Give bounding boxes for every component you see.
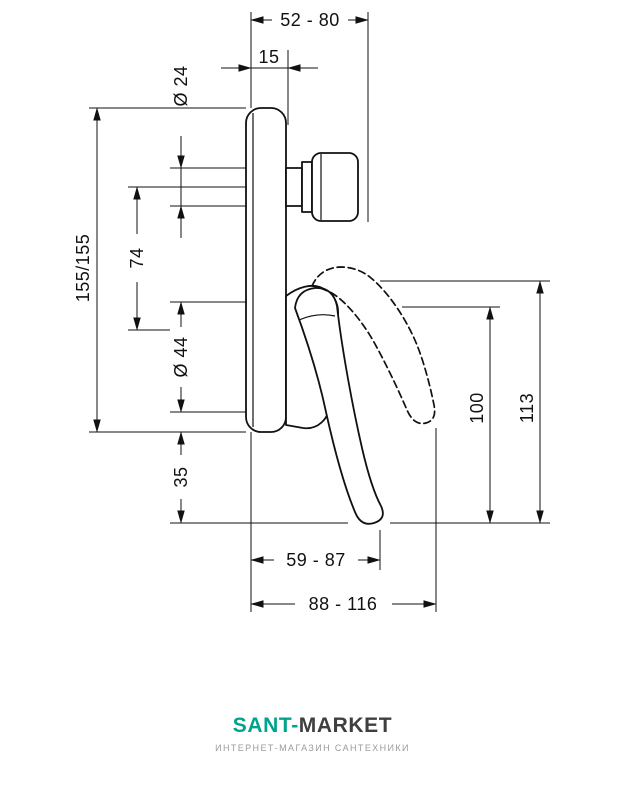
spindle-neck	[285, 167, 303, 207]
dim-top-width: 52 - 80	[250, 9, 369, 222]
dim-label-overall-depth: 88 - 116	[309, 594, 378, 614]
dim-label-spindle-diameter: Ø 24	[171, 65, 191, 106]
brand-footer: SANT-MARKET ИНТЕРНЕТ-МАГАЗИН САНТЕХНИКИ	[0, 714, 625, 753]
dim-label-lever-swing-height: 100	[467, 392, 487, 424]
dim-spindle-diameter: Ø 24	[170, 65, 246, 238]
brand-logo-secondary: MARKET	[298, 714, 393, 737]
dim-label-wall-to-plate: 15	[258, 47, 279, 67]
dim-plate-to-lever-tip: 35	[170, 431, 348, 524]
dim-label-plate-size: 155/155	[73, 234, 93, 303]
dim-label-top-width: 52 - 80	[280, 10, 340, 30]
lever-handle-dashed-position	[311, 266, 436, 425]
dim-overall-depth: 88 - 116	[250, 428, 437, 615]
dim-label-rosette-diameter: Ø 44	[171, 336, 191, 377]
dim-label-lever-reach: 59 - 87	[286, 550, 346, 570]
dim-wall-to-plate: 15	[221, 47, 318, 125]
brand-logo-primary: SANT-	[232, 714, 299, 737]
spindle-cap	[311, 152, 359, 222]
brand-logo: SANT-MARKET	[0, 714, 625, 738]
brand-tagline: ИНТЕРНЕТ-МАГАЗИН САНТЕХНИКИ	[215, 743, 410, 753]
escutcheon-plate	[245, 107, 287, 433]
dim-spindle-axis-offset: 74	[126, 186, 246, 331]
dim-overall-height: 113	[380, 280, 550, 524]
lever-collar-line	[298, 314, 336, 321]
spindle-ring	[301, 161, 313, 213]
dim-lever-reach: 59 - 87	[250, 432, 381, 612]
dim-plate-size: 155/155	[73, 107, 246, 433]
dim-lever-swing-height: 100	[390, 306, 550, 524]
dim-label-overall-height: 113	[517, 393, 537, 423]
mixer-body-drawing	[245, 107, 436, 525]
dim-rosette-diameter: Ø 44	[170, 301, 246, 413]
dim-label-plate-to-lever-tip: 35	[171, 466, 191, 487]
dim-label-spindle-axis-offset: 74	[127, 247, 147, 268]
